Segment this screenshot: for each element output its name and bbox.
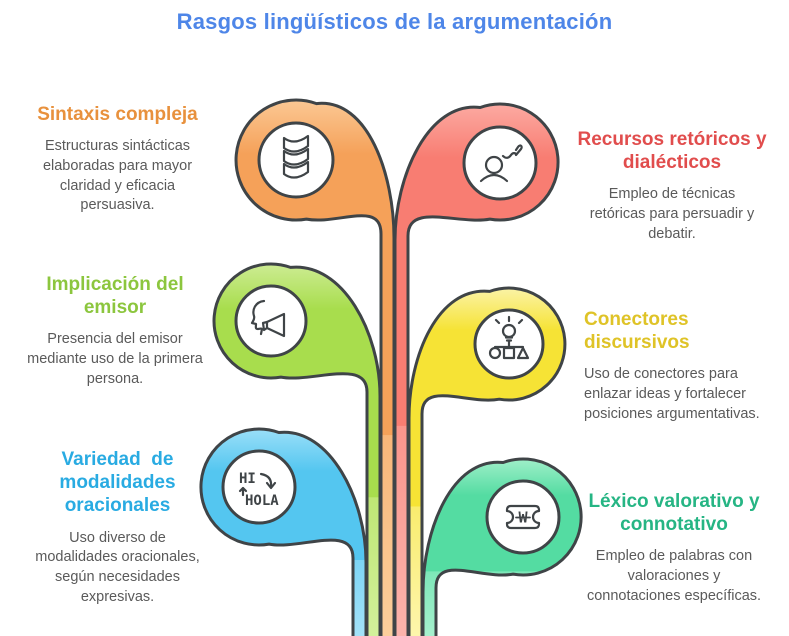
branch-implicacion xyxy=(212,262,382,636)
section-heading: Sintaxis compleja xyxy=(37,104,198,125)
section-sintaxis: Sintaxis compleja Estructuras sintáctica… xyxy=(15,103,220,216)
section-heading: Léxico valorativo y connotativo xyxy=(588,491,760,536)
icon-circle-recursos xyxy=(462,125,538,201)
word-hola: HOLA xyxy=(245,493,279,509)
word-hi: HI xyxy=(239,471,256,487)
coil-ribbon-icon xyxy=(282,134,310,179)
person-gesture-icon xyxy=(479,144,523,183)
word-badge-icon: W xyxy=(505,504,541,530)
section-body: Presencia del emisor mediante uso de la … xyxy=(27,331,203,387)
section-body: Uso diverso de modalidades oracionales, … xyxy=(35,529,200,605)
section-heading: Implicación del emisor xyxy=(46,274,184,319)
branch-sintaxis xyxy=(234,98,396,636)
section-lexico: Léxico valorativo y connotativo Empleo d… xyxy=(562,490,786,607)
section-body: Uso de conectores para enlazar ideas y f… xyxy=(584,366,760,422)
page-title: Rasgos lingüísticos de la argumentación xyxy=(176,9,613,34)
section-heading: Variedad de modalidades oracionales xyxy=(59,449,176,517)
section-body: Empleo de técnicas retóricas para persua… xyxy=(589,186,755,242)
bulb-orgchart-icon xyxy=(488,315,530,360)
section-heading: Recursos retóricos y dialécticos xyxy=(577,129,767,174)
icon-circle-modalidades xyxy=(221,449,297,525)
section-conectores: Conectores discursivos Uso de conectores… xyxy=(584,308,784,425)
section-implicacion: Implicación del emisor Presencia del emi… xyxy=(10,273,220,390)
icon-circle-sintaxis xyxy=(257,121,335,199)
branch-recursos xyxy=(393,102,560,636)
section-body: Empleo de palabras con valoraciones y co… xyxy=(586,548,762,604)
face-megaphone-icon xyxy=(250,299,286,338)
section-recursos: Recursos retóricos y dialécticos Empleo … xyxy=(558,128,786,245)
section-modalidades: Variedad de modalidades oracionales Uso … xyxy=(15,448,220,607)
section-body: Estructuras sintácticas elaboradas para … xyxy=(42,138,193,214)
section-heading: Conectores discursivos xyxy=(584,309,690,354)
translation-icon: HI HOLA xyxy=(238,471,279,509)
